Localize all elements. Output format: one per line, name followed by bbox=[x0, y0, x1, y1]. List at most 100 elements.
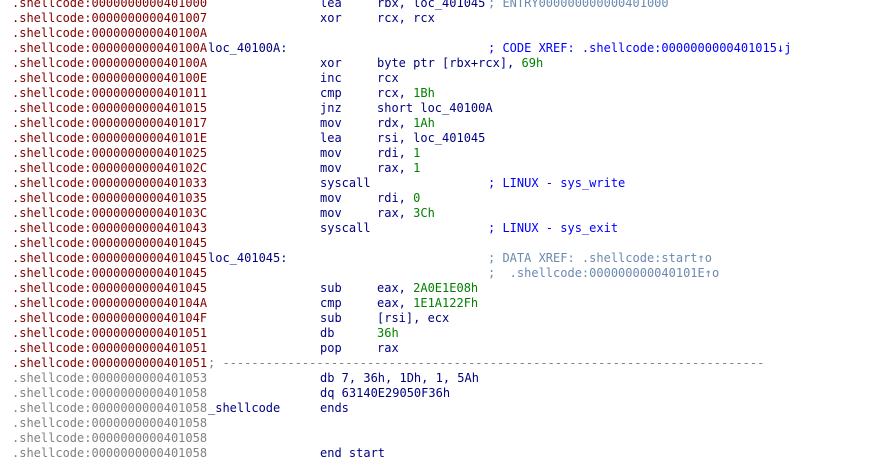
instruction-mnemonic[interactable]: inc bbox=[320, 71, 342, 85]
line-address: .shellcode:000000000040100E bbox=[12, 71, 208, 85]
operand-text[interactable]: rcx bbox=[377, 71, 399, 85]
instruction-mnemonic[interactable]: mov bbox=[320, 116, 342, 130]
instruction-mnemonic[interactable]: mov bbox=[320, 146, 342, 160]
operand-text[interactable]: rax, bbox=[377, 206, 414, 220]
instruction-operands[interactable]: rcx bbox=[377, 71, 399, 86]
directive-text[interactable]: dq 63140E29050F36h bbox=[320, 386, 451, 400]
operand-text[interactable]: byte ptr [rbx+rcx], bbox=[377, 56, 522, 70]
instruction-operands[interactable]: rsi, loc_401045 bbox=[377, 131, 485, 146]
instruction-operands[interactable]: rdx, 1Ah bbox=[377, 116, 435, 131]
instruction-mnemonic[interactable]: lea bbox=[320, 131, 342, 145]
listing-line[interactable]: .shellcode:000000000040100A bbox=[0, 26, 879, 41]
directive-text[interactable]: end start bbox=[320, 446, 386, 460]
instruction-operands[interactable]: [rsi], ecx bbox=[377, 311, 449, 326]
instruction-operands[interactable]: 36h bbox=[377, 326, 399, 341]
line-comment[interactable]: ; LINUX - sys_write bbox=[488, 176, 626, 190]
instruction-operands[interactable]: rax, 3Ch bbox=[377, 206, 435, 221]
operand-text[interactable]: eax, bbox=[377, 296, 414, 310]
instruction-operands[interactable]: rax bbox=[377, 341, 399, 356]
instruction-mnemonic[interactable]: mov bbox=[320, 161, 342, 175]
listing-line[interactable]: .shellcode:0000000000401058 bbox=[0, 431, 879, 446]
code-label[interactable]: loc_40100A: bbox=[208, 41, 288, 55]
instruction-mnemonic[interactable]: cmp bbox=[320, 86, 342, 100]
operand-text[interactable]: rax bbox=[377, 341, 399, 355]
listing-line[interactable]: .shellcode:0000000000401051; -----------… bbox=[0, 356, 879, 371]
instruction-mnemonic[interactable]: lea bbox=[320, 0, 342, 10]
instruction-operands[interactable]: rbx, loc_401045 bbox=[377, 0, 485, 11]
instruction-operands[interactable]: eax, 1E1A122Fh bbox=[377, 296, 478, 311]
instruction-operands[interactable]: byte ptr [rbx+rcx], 69h bbox=[377, 56, 543, 71]
instruction-operands[interactable]: short loc_40100A bbox=[377, 101, 493, 116]
instruction-operands[interactable]: rdi, 0 bbox=[377, 191, 420, 206]
operand-text[interactable]: eax, bbox=[377, 281, 414, 295]
instruction-operands[interactable]: rdi, 1 bbox=[377, 146, 420, 161]
instruction-mnemonic[interactable]: pop bbox=[320, 341, 342, 355]
xref-comment[interactable]: ; DATA XREF: .shellcode:start↑o bbox=[488, 251, 712, 265]
listing-line[interactable]: .shellcode:0000000000401045 sub eax, 2A0E1… bbox=[0, 281, 879, 296]
instruction-operands[interactable]: rax, 1 bbox=[377, 161, 420, 176]
code-label[interactable]: _shellcode bbox=[208, 401, 281, 415]
instruction-mnemonic[interactable]: xor bbox=[320, 56, 342, 70]
operand-text[interactable]: rbx, loc_401045 bbox=[377, 0, 486, 10]
operand-text[interactable]: rax, bbox=[377, 161, 414, 175]
operand-text[interactable]: rcx, rcx bbox=[377, 11, 435, 25]
xref-comment[interactable]: ; ENTRY000000000000401000 bbox=[488, 0, 669, 10]
operand-text[interactable]: short loc_40100A bbox=[377, 101, 493, 115]
instruction-mnemonic[interactable]: sub bbox=[320, 311, 342, 325]
listing-line[interactable]: .shellcode:0000000000401045 bbox=[0, 236, 879, 251]
listing-line[interactable]: .shellcode:0000000000401058 bbox=[0, 416, 879, 431]
instruction-operands[interactable]: eax, 2A0E1E08h bbox=[377, 281, 478, 296]
operand-text[interactable]: rdi, bbox=[377, 146, 414, 160]
instruction-mnemonic[interactable]: db bbox=[320, 326, 335, 340]
instruction-mnemonic[interactable]: sub bbox=[320, 281, 342, 295]
instruction-mnemonic[interactable]: syscall bbox=[320, 176, 371, 190]
line-address: .shellcode:0000000000401045 bbox=[12, 281, 208, 295]
operand-text[interactable]: [rsi], ecx bbox=[377, 311, 450, 325]
instruction-mnemonic[interactable]: cmp bbox=[320, 296, 342, 310]
operand-immediate: 1E1A122Fh bbox=[413, 296, 479, 310]
listing-line[interactable]: .shellcode:0000000000401045; .shellcode:… bbox=[0, 266, 879, 281]
xref-comment[interactable]: ; .shellcode:000000000040101E↑o bbox=[488, 266, 720, 280]
xref-comment[interactable]: ; CODE XREF: .shellcode:0000000000401015… bbox=[488, 41, 792, 55]
directive-text[interactable]: ends bbox=[320, 401, 349, 415]
instruction-operands[interactable]: rcx, 1Bh bbox=[377, 86, 435, 101]
directive-text[interactable]: db 7, 36h, 1Dh, 1, 5Ah bbox=[320, 371, 479, 385]
instruction-mnemonic[interactable]: mov bbox=[320, 191, 342, 205]
instruction-mnemonic[interactable]: syscall bbox=[320, 221, 371, 235]
code-label[interactable]: loc_401045: bbox=[208, 251, 288, 265]
instruction-mnemonic[interactable]: xor bbox=[320, 11, 342, 25]
operand-text[interactable]: rdi, bbox=[377, 191, 414, 205]
operand-text[interactable]: rcx, bbox=[377, 86, 414, 100]
instruction-mnemonic[interactable]: mov bbox=[320, 206, 342, 220]
instruction-operands[interactable]: rcx, rcx bbox=[377, 11, 435, 26]
operand-text[interactable]: rsi, loc_401045 bbox=[377, 131, 486, 145]
listing-line[interactable]: .shellcode:000000000040100E inc rcx bbox=[0, 71, 879, 86]
operand-text[interactable]: rdx, bbox=[377, 116, 414, 130]
line-comment[interactable]: ; LINUX - sys_exit bbox=[488, 221, 619, 235]
instruction-mnemonic[interactable]: jnz bbox=[320, 101, 342, 115]
